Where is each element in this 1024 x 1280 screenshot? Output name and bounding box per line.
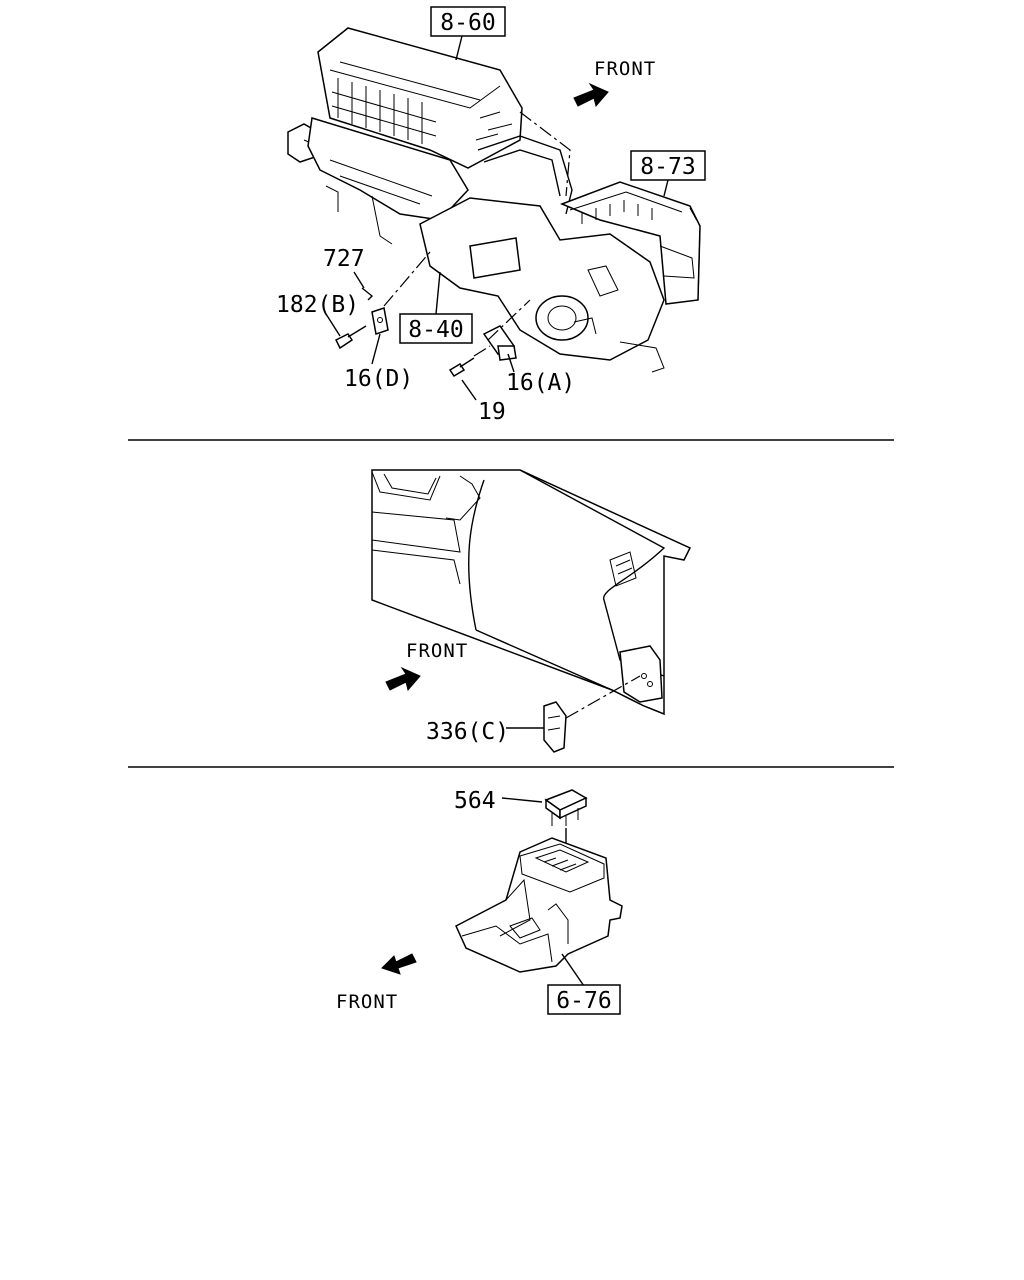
front-label-1: FRONT — [594, 58, 656, 80]
svg-text:6-76: 6-76 — [556, 988, 611, 1014]
svg-text:8-73: 8-73 — [640, 154, 695, 180]
front-arrow-icon — [381, 953, 417, 975]
callout-727[interactable]: 727 — [323, 246, 365, 272]
callout-564[interactable]: 564 — [454, 788, 496, 814]
callout-16d[interactable]: 16(D) — [344, 366, 413, 392]
leader-564 — [501, 797, 543, 803]
callout-16a[interactable]: 16(A) — [506, 370, 575, 396]
callout-336c[interactable]: 336(C) — [426, 719, 509, 745]
leaders-section-1 — [325, 35, 669, 401]
front-label-3: FRONT — [336, 991, 398, 1013]
ref-8-40[interactable]: 8-40 — [399, 313, 473, 344]
callout-182b[interactable]: 182(B) — [276, 292, 359, 318]
console-illustration — [455, 789, 623, 973]
ref-8-60[interactable]: 8-60 — [430, 6, 506, 37]
hvac-unit-illustration — [287, 27, 701, 378]
dashboard-illustration — [371, 469, 692, 753]
ref-6-76[interactable]: 6-76 — [547, 984, 621, 1015]
front-arrow-icon — [573, 82, 609, 108]
svg-text:8-60: 8-60 — [440, 10, 495, 36]
grille-lines — [331, 78, 437, 144]
callout-19[interactable]: 19 — [478, 399, 506, 425]
ref-8-73[interactable]: 8-73 — [630, 150, 706, 181]
front-arrow-icon — [385, 666, 421, 692]
leader-6-76 — [561, 953, 585, 987]
svg-text:8-40: 8-40 — [408, 317, 463, 343]
front-label-2: FRONT — [406, 640, 468, 662]
